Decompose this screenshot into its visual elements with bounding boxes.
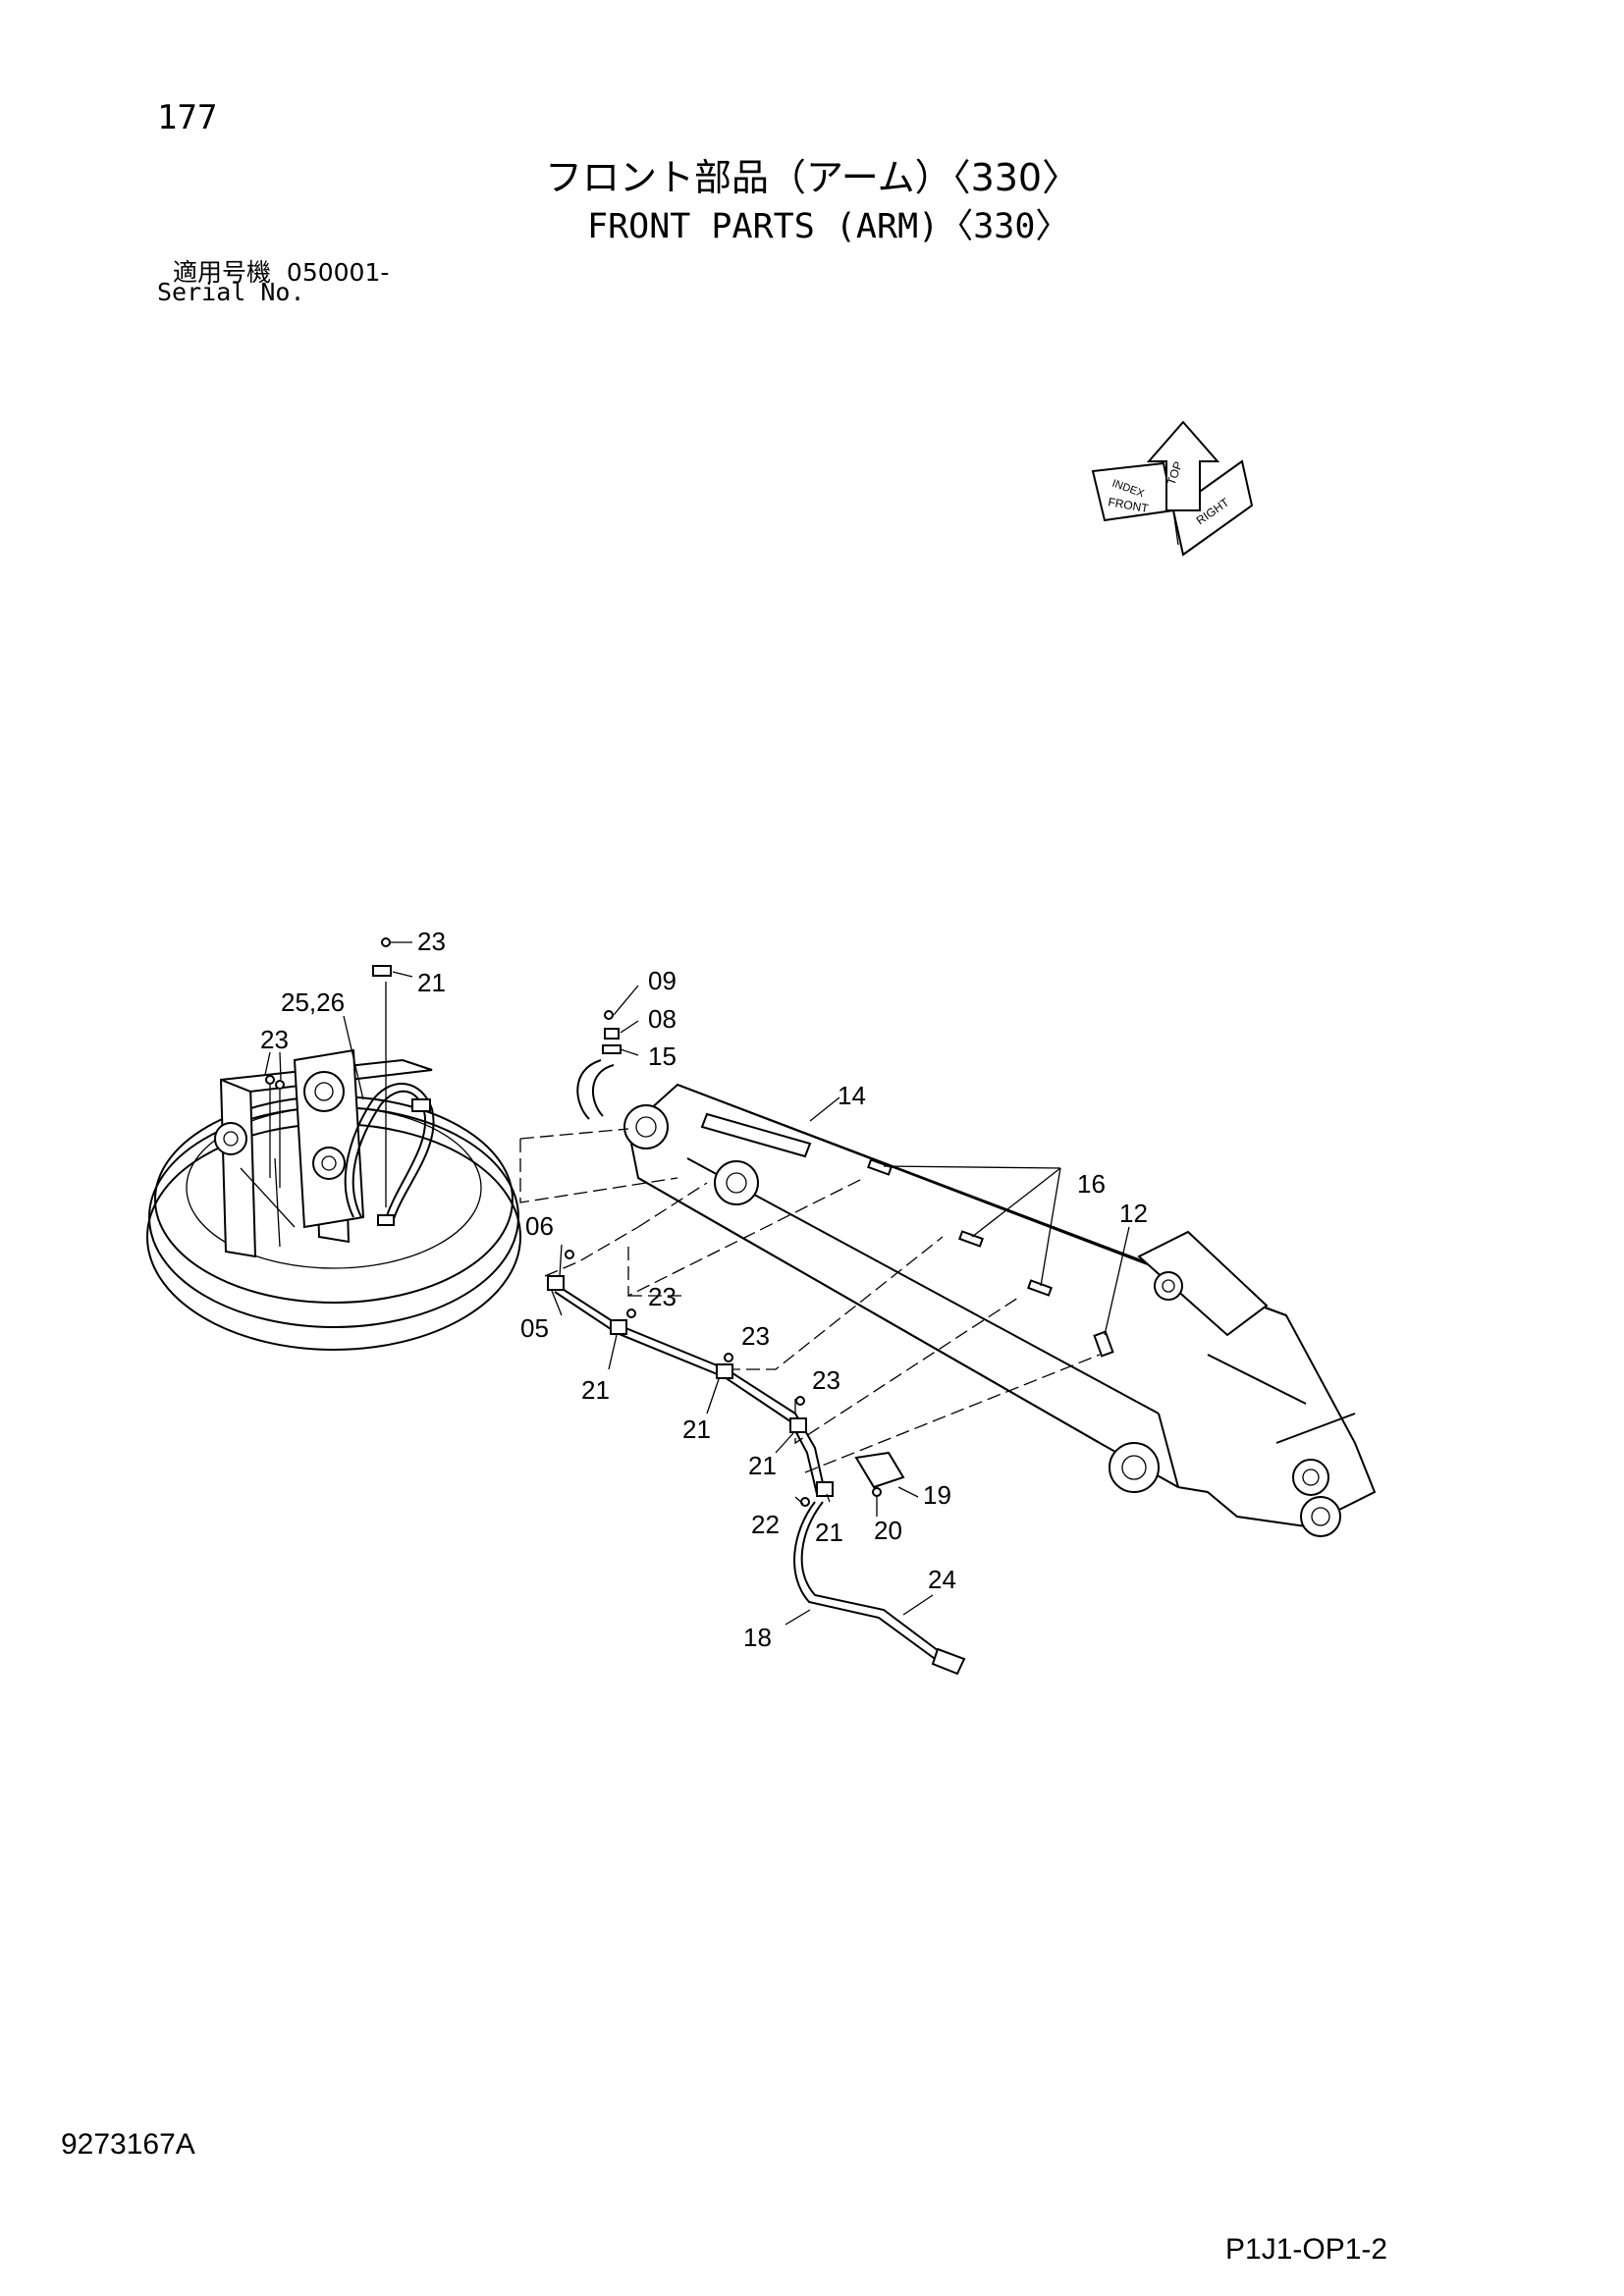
callout-21-hose-d: 21 [815,1518,843,1547]
serial-number-row: 適用号機 050001- [173,253,389,289]
page-number: 177 [157,98,218,137]
callout-21-top: 21 [417,968,446,997]
callout-23-bucket: 23 [260,1025,289,1054]
callout-05: 05 [520,1313,549,1343]
orientation-cube-icon: TOP FRONT RIGHT INDEX [1091,420,1254,557]
callout-08: 08 [648,1004,677,1034]
callout-21-hose-b: 21 [682,1415,711,1444]
callout-23-hose-c: 23 [812,1365,840,1395]
callout-24: 24 [928,1565,956,1594]
serial-number-value: 050001- [286,258,390,287]
serial-label-japanese: 適用号機 [173,258,272,287]
callout-25-26: 25,26 [281,988,345,1017]
callout-23-top: 23 [417,927,446,956]
callout-16: 16 [1077,1169,1106,1199]
callout-23-hose-a: 23 [648,1282,677,1311]
callout-21-hose-a: 21 [581,1375,610,1405]
callout-06: 06 [525,1211,554,1241]
callout-19: 19 [923,1480,951,1510]
callout-23-hose-b: 23 [741,1321,770,1351]
bucket-bolts [265,937,392,1207]
arm-body [623,1083,1377,1537]
callout-labels: 23 21 25,26 23 09 08 15 14 16 12 06 05 2… [260,927,1148,1652]
callout-21-hose-c: 21 [748,1451,777,1480]
clamp-assembly [576,1010,622,1120]
callout-12: 12 [1119,1199,1148,1228]
callout-18: 18 [743,1623,772,1652]
dashed-leader-lines [519,1128,1101,1473]
bucket-attachment [146,1048,521,1351]
document-code: 9273167A [61,2128,195,2161]
serial-label-english: Serial No. [157,278,305,306]
callout-09: 09 [648,966,677,995]
page-title-japanese: フロント部品（アーム）〈330〉 [545,156,1080,199]
page-title-english: FRONT PARTS (ARM)〈330〉 [587,207,1070,246]
hose-loop [344,1083,435,1226]
callout-15: 15 [648,1041,677,1071]
callout-leaders [264,941,1130,1626]
page-code: P1J1-OP1-2 [1225,2233,1388,2266]
callout-14: 14 [838,1081,866,1110]
callout-22: 22 [751,1510,780,1539]
callout-20: 20 [874,1516,902,1545]
hose-pipe-assembly [547,1275,966,1676]
hose-fittings [565,1250,805,1406]
